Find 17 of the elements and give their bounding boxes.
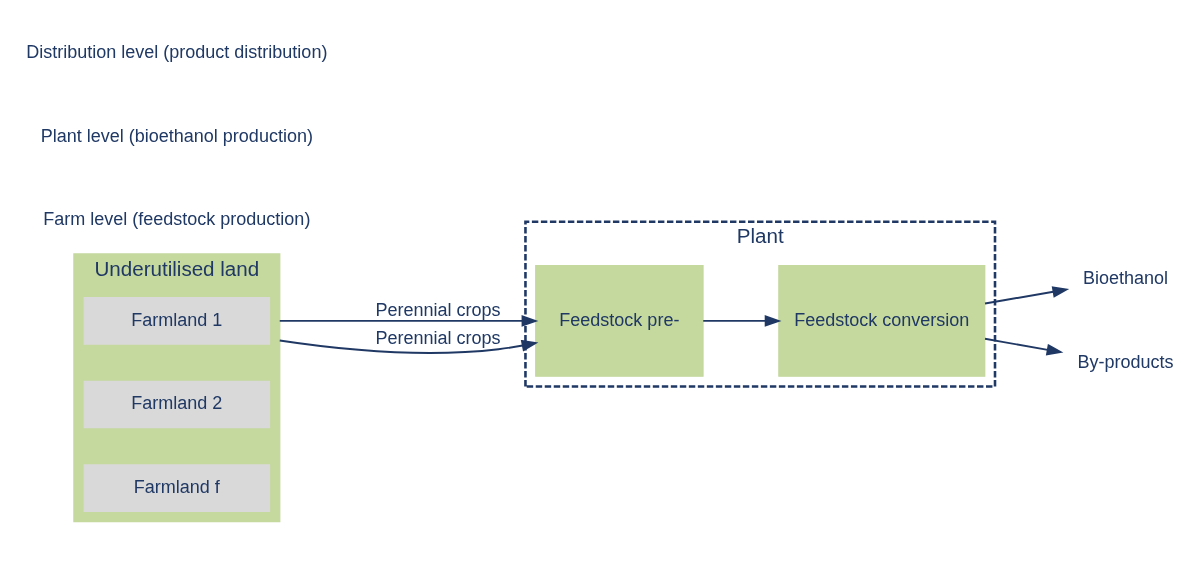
arrow — [278, 314, 539, 327]
arrow — [702, 314, 782, 327]
edge-label: Perennial crops — [375, 299, 501, 320]
node-box: Farmland 2 — [83, 380, 271, 428]
node-box: Farmland f — [83, 463, 271, 512]
node-box: Farmland 1 — [83, 296, 271, 345]
label: Distribution level (product distribution) — [26, 41, 328, 62]
node-text: Bioethanol — [1083, 267, 1169, 288]
label: Plant level (bioethanol production) — [40, 125, 313, 146]
label: Farm level (feedstock production) — [43, 208, 311, 229]
node-box: Feedstock conversion — [778, 264, 986, 377]
arrow — [984, 285, 1070, 304]
arrow — [984, 337, 1064, 355]
node-text: By-products — [1077, 351, 1174, 372]
arrow — [278, 339, 539, 354]
node-box: Feedstock pre- — [535, 264, 704, 377]
edge-label: Perennial crops — [375, 327, 501, 348]
